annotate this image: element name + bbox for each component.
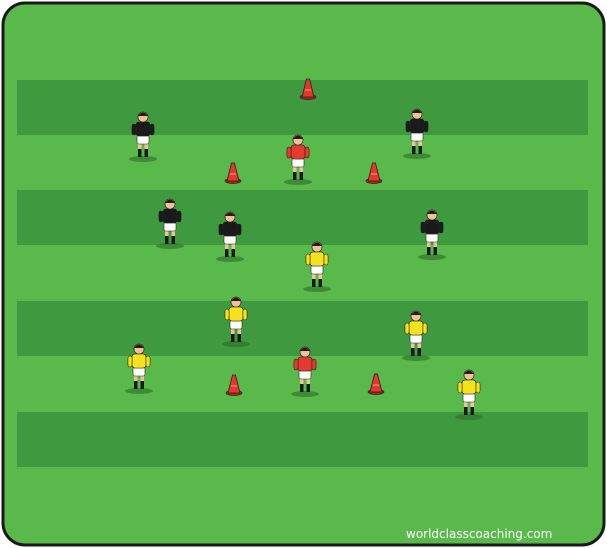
grass-stripe: [17, 412, 588, 467]
watermark-text: worldclasscoaching.com: [406, 527, 566, 541]
grass-stripe: [17, 190, 588, 245]
grass-stripe: [17, 80, 588, 135]
